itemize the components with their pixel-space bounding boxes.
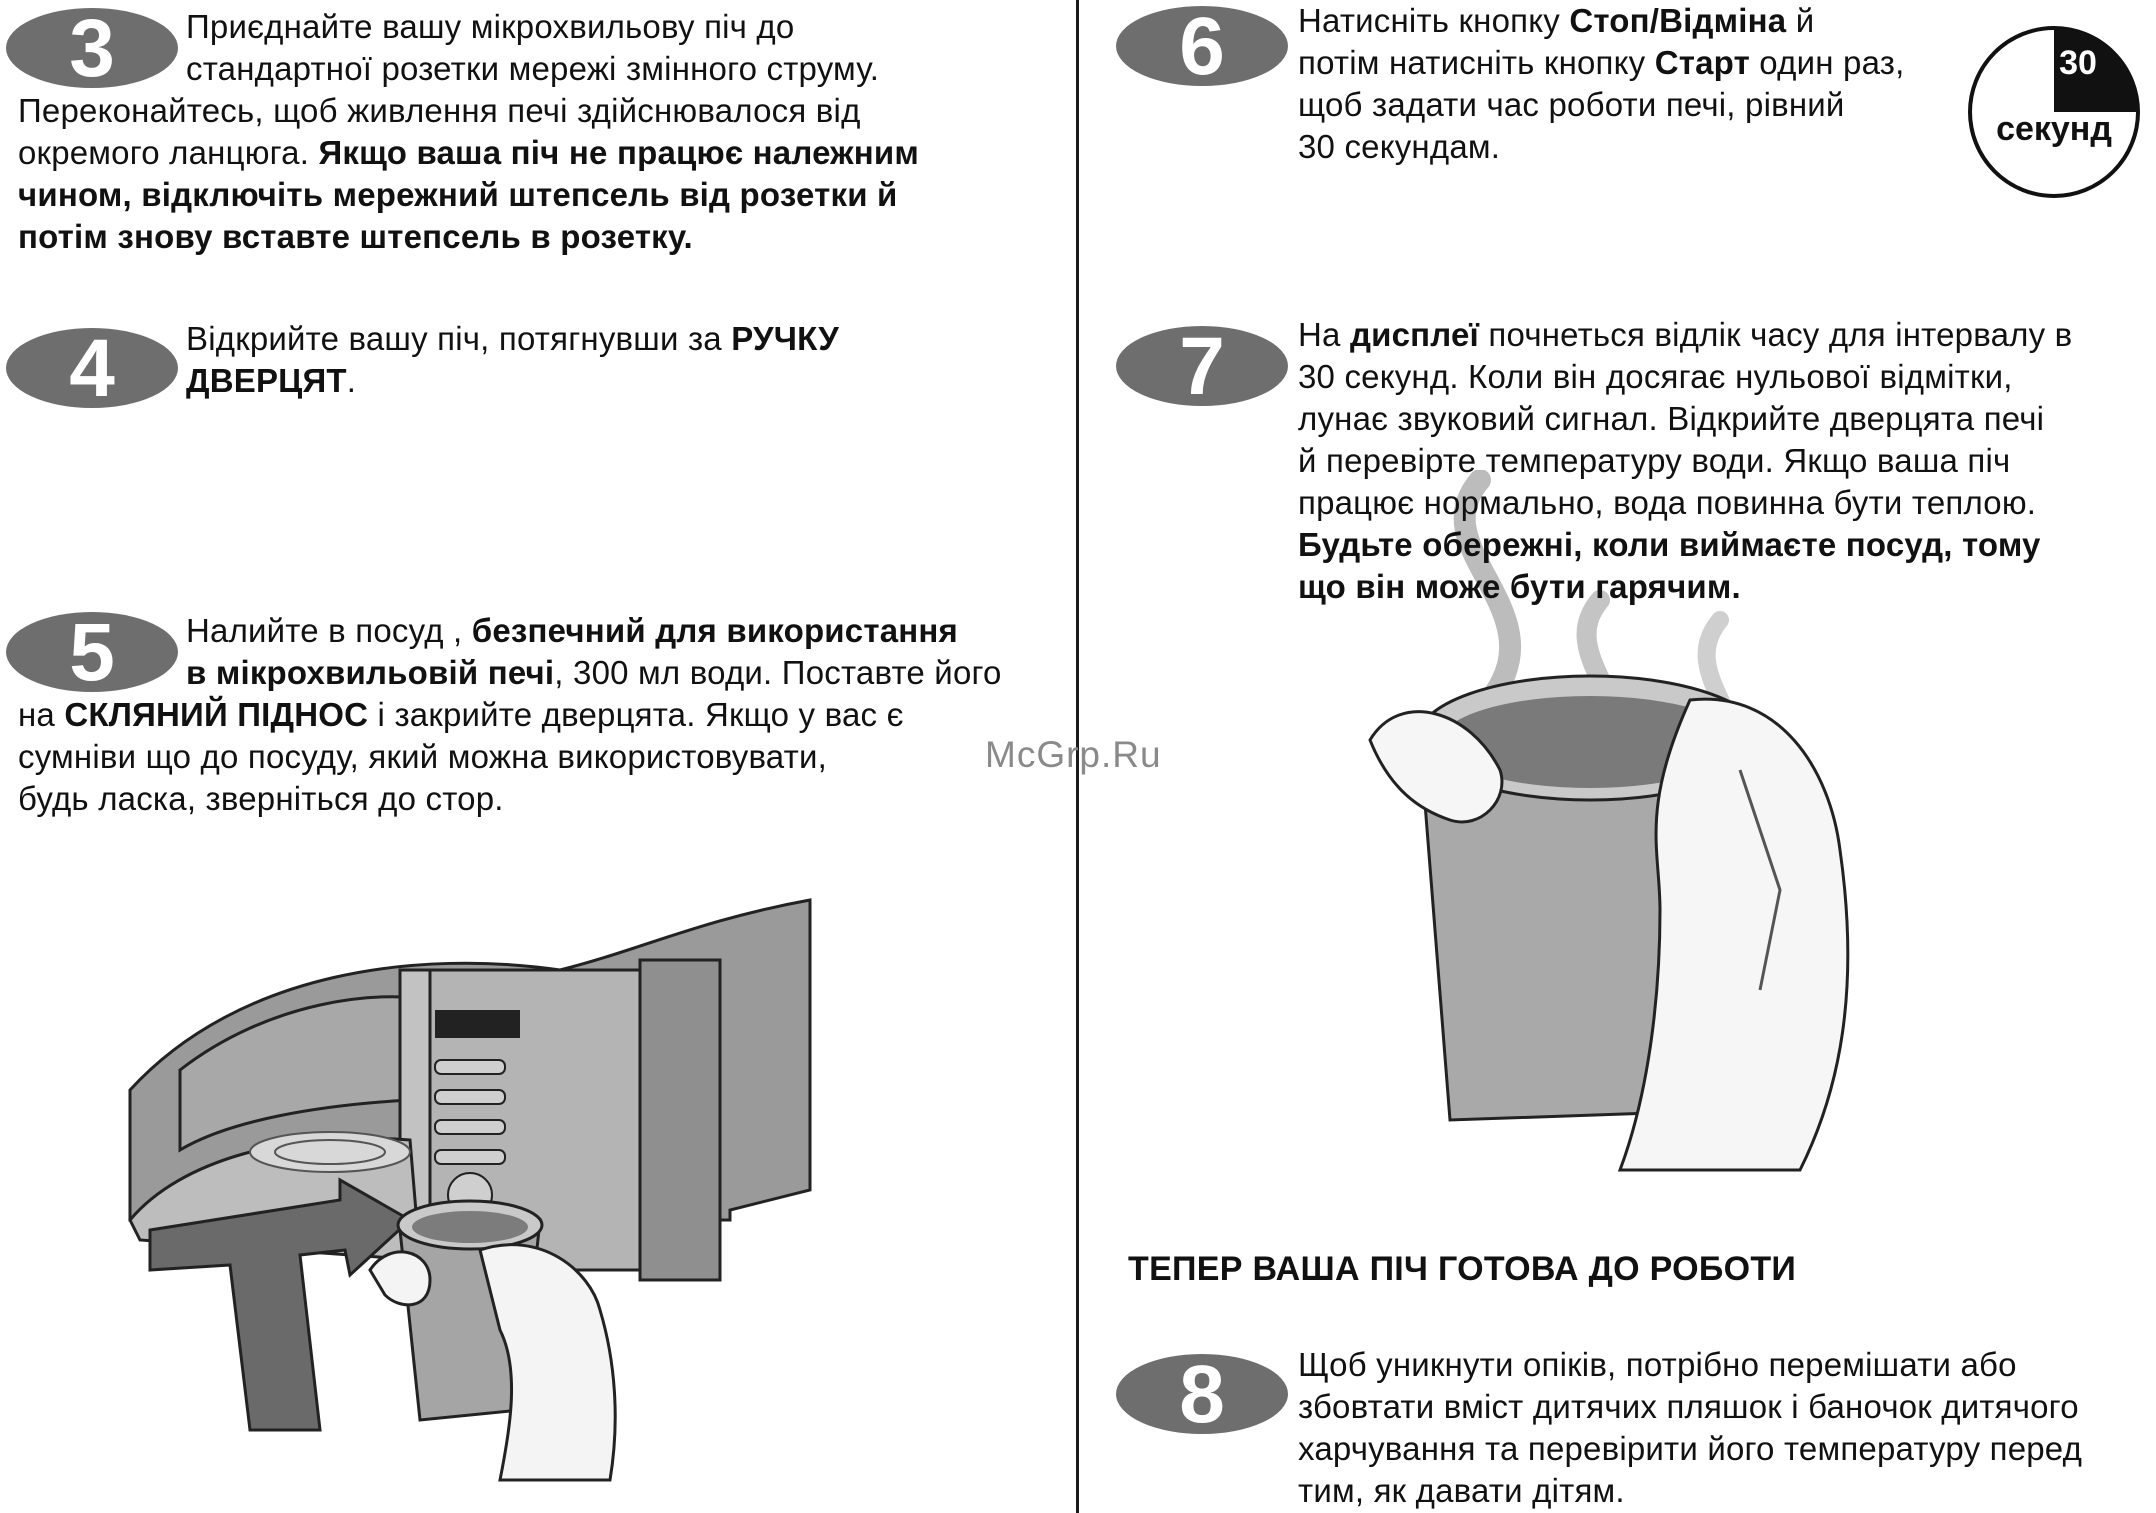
step-8-line-4: тим, як давати дітям. [1298, 1472, 1625, 1509]
step-7-line-2: 30 секунд. Коли він досягає нульової від… [1298, 358, 2013, 395]
step-8-line-3: харчування та перевірити його температур… [1298, 1430, 2083, 1467]
step-8-text: Щоб уникнути опіків, потрібно перемішати… [1298, 1344, 2148, 1512]
step-6-line-1-bold: Стоп/Відміна [1569, 2, 1787, 39]
clock-icon: 30 секунд [1968, 26, 2140, 198]
step-6-number: 6 [1179, 4, 1225, 88]
step-7-badge: 7 [1114, 324, 1290, 408]
step-6-line-1-normal: Натисніть кнопку [1298, 2, 1570, 39]
step-3-line-6: потім знову вставте штепсель в розетку. [18, 218, 693, 255]
timer-unit: секунд [1996, 110, 2112, 148]
step-4-line-2-bold: ДВЕРЦЯТ [186, 362, 347, 399]
step-3-text: Приєднайте вашу мікрохвильову піч до ста… [18, 6, 1058, 258]
column-divider [1076, 0, 1079, 1513]
step-7-line-1-bold: дисплеї [1349, 316, 1480, 353]
steaming-cup-image [1368, 469, 1850, 1172]
step-3-line-4-normal: окремого ланцюга. [18, 134, 319, 171]
step-6-badge: 6 [1114, 4, 1290, 88]
step-8-badge-shape: 8 [1116, 1352, 1288, 1436]
step-3-line-3: Переконайтесь, щоб живлення печі здійсню… [18, 92, 861, 129]
step-4-line-2-tail: . [346, 362, 357, 399]
step-5-line-3-a: на [18, 696, 65, 733]
step-8-line-2: збовтати вміст дитячих пляшок і баночок … [1298, 1388, 2079, 1425]
step-5-line-3-b: і закрийте дверцята. Якщо у вас є [368, 696, 904, 733]
step-4-badge-shape: 4 [6, 326, 178, 410]
timer-30-seconds-icon: 30 секунд [1966, 24, 2142, 205]
step-7-line-7: що він може бути гарячим. [1298, 568, 1741, 605]
step-6-line-3: щоб задати час роботи печі, рівний [1298, 86, 1845, 123]
step-5-line-1-normal: Налийте в посуд , [186, 612, 472, 649]
step-3-line-5: чином, відключіть мережний штепсель від … [18, 176, 898, 213]
step-5-text: Налийте в посуд , безпечний для використ… [18, 610, 1058, 820]
step-8-number: 8 [1179, 1352, 1225, 1436]
step-5-line-1-bold: безпечний для використання [471, 612, 958, 649]
step-4-line-1-normal: Відкрийте вашу піч, потягнувши за [186, 320, 732, 357]
watermark: McGrp.Ru [985, 734, 1162, 775]
step-4-badge: 4 [4, 326, 180, 410]
step-6-line-2-bold: Старт [1654, 44, 1750, 81]
step-7-line-1-b: почнеться відлік часу для інтервалу в [1479, 316, 2073, 353]
step-5-badge: 5 [4, 610, 180, 694]
step-7-line-6: Будьте обережні, коли виймаєте посуд, то… [1298, 526, 2041, 563]
step-6-line-1-tail: й [1786, 2, 1815, 39]
step-7-badge-shape: 7 [1116, 324, 1288, 408]
ready-heading: ТЕПЕР ВАША ПІЧ ГОТОВА ДО РОБОТИ [1128, 1250, 1797, 1288]
step-3-line-4: окремого ланцюга. Якщо ваша піч не працю… [18, 132, 1058, 174]
hand-cup-illustration [1360, 469, 2120, 1215]
step-7-line-4: й перевірте температуру води. Якщо ваша … [1298, 442, 2011, 479]
step-6-line-2-normal: потім натисніть кнопку [1298, 44, 1655, 81]
step-7-line-1-a: На [1298, 316, 1350, 353]
step-6-badge-shape: 6 [1116, 4, 1288, 88]
step-8-badge: 8 [1114, 1352, 1290, 1436]
step-5-line-5: будь ласка, зверніться до стор. [18, 780, 504, 817]
step-5-line-4: сумніви що до посуду, який можна викорис… [18, 738, 827, 775]
step-7-line-3: лунає звуковий сигнал. Відкрийте дверцят… [1298, 400, 2045, 437]
step-4-line-1-bold: РУЧКУ [731, 320, 840, 357]
step-7-line-5: працює нормально, вода повинна бути тепл… [1298, 484, 2037, 521]
step-7-text: На дисплеї почнеться відлік часу для інт… [1298, 314, 2148, 608]
step-6-line-2-tail: один раз, [1749, 44, 1905, 81]
step-7-number: 7 [1179, 324, 1225, 408]
step-3-line-2: стандартної розетки мережі змінного стру… [186, 50, 880, 87]
timer-number: 30 [2059, 44, 2097, 82]
step-5-line-3-bold: СКЛЯНИЙ ПІДНОС [64, 696, 369, 733]
step-4-text: Відкрийте вашу піч, потягнувши за РУЧКУ … [186, 318, 1046, 402]
step-3-line-4-bold: Якщо ваша піч не працює належним [318, 134, 920, 171]
step-6-line-4: 30 секундам. [1298, 128, 1501, 165]
microwave-with-cup-image [128, 898, 812, 1482]
microwave-illustration [120, 890, 840, 1495]
step-5-line-2-normal: , 300 мл води. Поставте його [554, 654, 1002, 691]
step-3-badge-shape: 3 [6, 6, 178, 90]
step-3-number: 3 [69, 6, 115, 90]
step-8-line-1: Щоб уникнути опіків, потрібно перемішати… [1298, 1346, 2017, 1383]
step-5-badge-shape: 5 [6, 610, 178, 694]
step-3-line-1: Приєднайте вашу мікрохвильову піч до [186, 8, 795, 45]
step-6-text: Натисніть кнопку Стоп/Відміна й потім на… [1298, 0, 1978, 168]
step-5-line-2-bold: в мікрохвильовій печі [186, 654, 555, 691]
step-4-number: 4 [69, 326, 115, 410]
step-3-badge: 3 [4, 6, 180, 90]
step-5-number: 5 [69, 610, 115, 694]
